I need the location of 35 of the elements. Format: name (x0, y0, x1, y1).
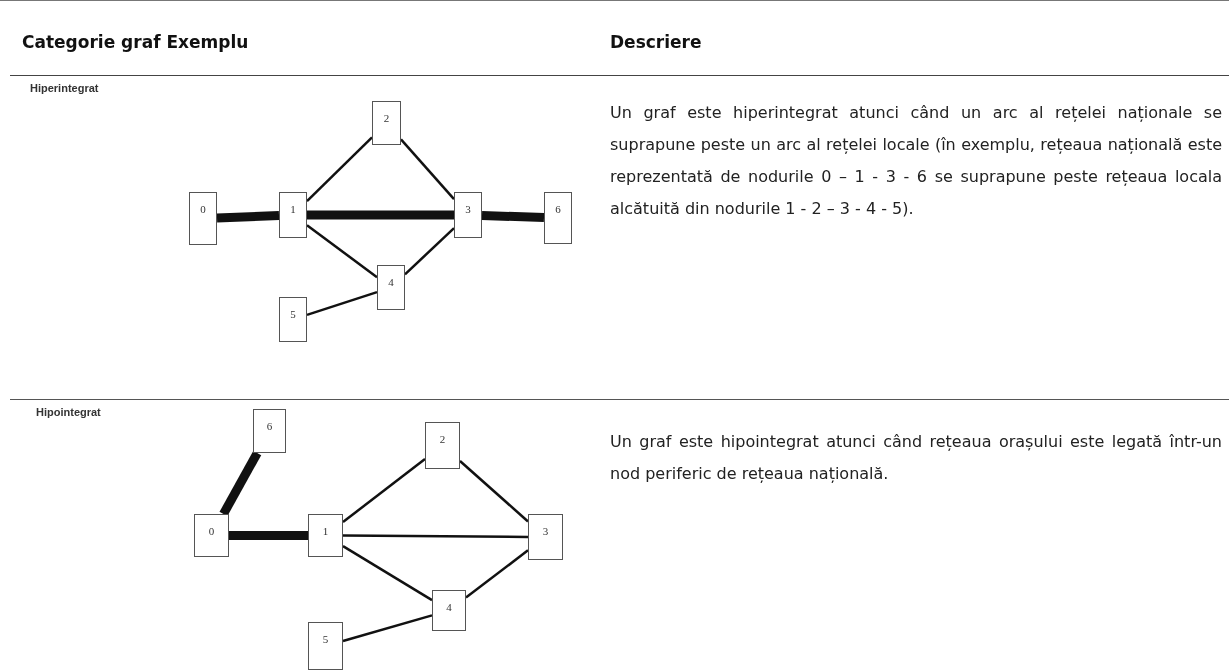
graph-edge (306, 224, 378, 279)
row-title: Hipointegrat (36, 405, 101, 420)
graph-edge (306, 136, 373, 203)
description-text: Un graf este hipointegrat atunci când rețeaua orașului este legată într-un nod periferic de rețeaua națională. (610, 431, 1222, 485)
graph-node: 4 (432, 590, 466, 631)
graph-edge (342, 614, 433, 643)
graph-edge (307, 210, 454, 220)
graph-edge (459, 460, 529, 523)
graph-node: 2 (372, 101, 401, 145)
graph-node: 4 (377, 265, 405, 310)
row-title: Hiperintegrat (30, 81, 99, 96)
graph-node: 3 (454, 192, 482, 238)
graph-edge (216, 211, 280, 223)
graph-node: 0 (194, 514, 229, 557)
column-header: Categorie graf Exemplu (22, 31, 249, 54)
graph-node: 2 (425, 422, 460, 469)
graph-node: 1 (279, 192, 307, 238)
graph-node: 6 (544, 192, 572, 244)
graph-edge (342, 545, 433, 602)
graph-edge (229, 531, 308, 540)
graph-edge (481, 210, 545, 223)
graph-node: 6 (253, 409, 286, 453)
graph-node: 5 (279, 297, 307, 342)
graph-node: 5 (308, 622, 343, 670)
graph-node: 0 (189, 192, 217, 245)
graph-edge (400, 138, 455, 201)
graph-edge (306, 290, 378, 317)
column-header: Descriere (610, 31, 702, 54)
graph-node: 3 (528, 514, 563, 560)
graph-edge (465, 549, 529, 599)
description-text: Un graf este hiperintegrat atunci când un arc al rețelei naționale se suprapune peste un arc al rețelei locale (în exemplu, rețeaua națională este reprezentată de nodurile 0 – 1 - 3 - 6 se suprapune peste rețeaua locala alcătuită din nodurile 1 - 2 – 3 - 4 - 5). (610, 102, 1222, 220)
graph-edge (343, 534, 528, 539)
graph-edge (342, 457, 426, 524)
graph-edge (404, 227, 455, 276)
graph-node: 1 (308, 514, 343, 557)
